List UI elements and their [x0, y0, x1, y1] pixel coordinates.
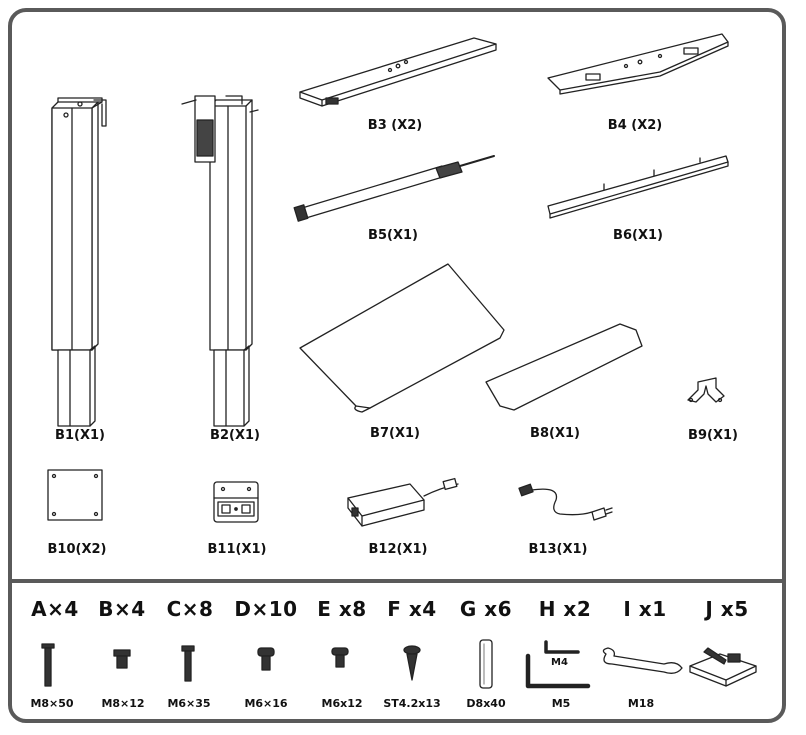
cable-b13-drawing	[518, 483, 613, 521]
part-label-b11: B11(X1)	[207, 542, 267, 557]
screw-f-drawing	[403, 645, 421, 681]
hardware-count-b: B×4	[98, 597, 146, 621]
hardware-count-e: E x8	[317, 597, 367, 621]
hardware-spec-d: M6×16	[244, 697, 288, 710]
adapter-b12-drawing	[347, 477, 459, 527]
hardware-count-h: H x2	[538, 597, 592, 621]
part-label-b10: B10(X2)	[47, 542, 107, 557]
dowel-g-drawing	[479, 639, 493, 689]
hardware-count-j: J x5	[705, 597, 749, 621]
part-label-b12: B12(X1)	[368, 542, 428, 557]
bracket-b3-drawing	[299, 37, 497, 107]
part-label-b5: B5(X1)	[368, 228, 418, 243]
bolt-e-drawing	[331, 647, 349, 668]
allen-key-h-drawing	[525, 640, 591, 689]
diagram-frame	[8, 8, 786, 723]
hardware-spec-a: M8×50	[30, 697, 74, 710]
leg-b1-drawing	[51, 97, 107, 427]
panel-b8-drawing	[485, 323, 643, 411]
hardware-count-i: I x1	[623, 597, 667, 621]
switch-b11-drawing	[213, 481, 259, 523]
hardware-spec-e: M6x12	[321, 697, 363, 710]
hardware-h-inner-label: M4	[551, 657, 568, 668]
hardware-divider	[8, 579, 786, 583]
hardware-spec-i: M18	[627, 697, 655, 710]
clip-b9-drawing	[687, 377, 725, 403]
bolt-d-drawing	[257, 647, 275, 671]
bolt-b-drawing	[113, 649, 131, 669]
bracket-b4-drawing	[547, 33, 729, 95]
hardware-count-c: C×8	[166, 597, 214, 621]
leg-b2-drawing	[181, 95, 259, 427]
hardware-spec-g: D8x40	[466, 697, 506, 710]
hardware-spec-h: M5	[551, 697, 571, 710]
bolt-a-drawing	[41, 643, 55, 687]
part-label-b2: B2(X1)	[210, 428, 260, 443]
part-label-b13: B13(X1)	[528, 542, 588, 557]
part-label-b7: B7(X1)	[370, 426, 420, 441]
bolt-c-drawing	[181, 645, 195, 682]
part-label-b1: B1(X1)	[55, 428, 105, 443]
hardware-count-f: F x4	[387, 597, 437, 621]
hardware-count-g: G x6	[459, 597, 513, 621]
wrench-i-drawing	[602, 647, 683, 674]
hardware-count-d: D×10	[234, 597, 298, 621]
part-label-b9: B9(X1)	[688, 428, 738, 443]
part-label-b4: B4 (X2)	[607, 118, 663, 133]
plate-b10-drawing	[47, 469, 103, 521]
panel-b7-drawing	[299, 263, 505, 413]
hardware-count-a: A×4	[31, 597, 79, 621]
hardware-spec-b: M8×12	[101, 697, 145, 710]
part-label-b6: B6(X1)	[613, 228, 663, 243]
hardware-spec-f: ST4.2x13	[383, 697, 441, 710]
beam-b6-drawing	[547, 155, 729, 219]
cam-lock-j-drawing	[689, 647, 757, 687]
part-label-b3: B3 (X2)	[367, 118, 423, 133]
hardware-spec-c: M6×35	[167, 697, 211, 710]
shaft-b5-drawing	[293, 155, 495, 222]
part-label-b8: B8(X1)	[530, 426, 580, 441]
